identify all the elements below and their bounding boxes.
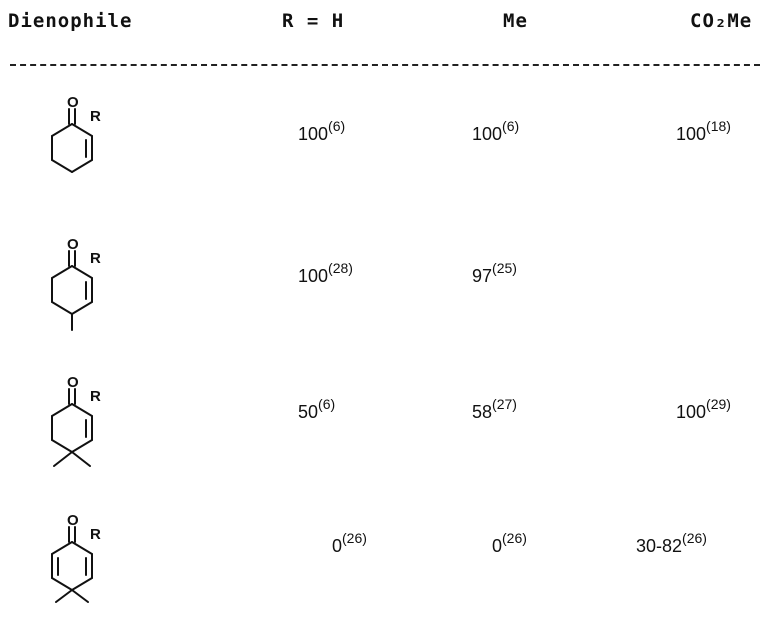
cyclohexenone-structure: O R [51, 94, 101, 173]
yield-me: 0(26) [492, 530, 527, 556]
header-co2me: CO₂Me [690, 10, 753, 32]
yield-h: 100(28) [298, 260, 353, 286]
yield-co2me: 100(29) [676, 396, 731, 422]
yield-h: 50(6) [298, 396, 336, 422]
yield-co2me: 100(18) [676, 118, 731, 144]
methylcyclohexenone-structure: O R [51, 236, 101, 331]
header-dienophile: Dienophile [8, 10, 133, 32]
header-divider [10, 64, 760, 66]
header-r-equals-h: R = H [282, 10, 345, 32]
yield-me: 58(27) [472, 396, 517, 422]
svg-text:O: O [67, 374, 79, 391]
svg-text:R: R [90, 526, 101, 543]
svg-text:R: R [90, 250, 101, 267]
svg-text:O: O [67, 94, 79, 111]
yield-h: 0(26) [332, 530, 367, 556]
yield-me: 97(25) [472, 260, 517, 286]
svg-text:O: O [67, 512, 79, 529]
table-row: O R 50(6) 58(27) 100(29) [0, 370, 774, 480]
table-row: O R 0(26) 0(26) 30-82(26) [0, 508, 774, 618]
yield-h: 100(6) [298, 118, 346, 144]
dimethylcyclohexenone-structure: O R [51, 374, 101, 467]
table-row: O R 100(28) 97(25) [0, 232, 774, 342]
table-row: O R 100(6) 100(6) 100(18) [0, 90, 774, 200]
header-me: Me [503, 10, 528, 32]
svg-text:O: O [67, 236, 79, 253]
yield-me: 100(6) [472, 118, 520, 144]
yield-co2me: 30-82(26) [636, 530, 707, 556]
svg-text:R: R [90, 388, 101, 405]
dimethylcyclohexadienone-structure: O R [51, 512, 101, 603]
svg-text:R: R [90, 108, 101, 125]
